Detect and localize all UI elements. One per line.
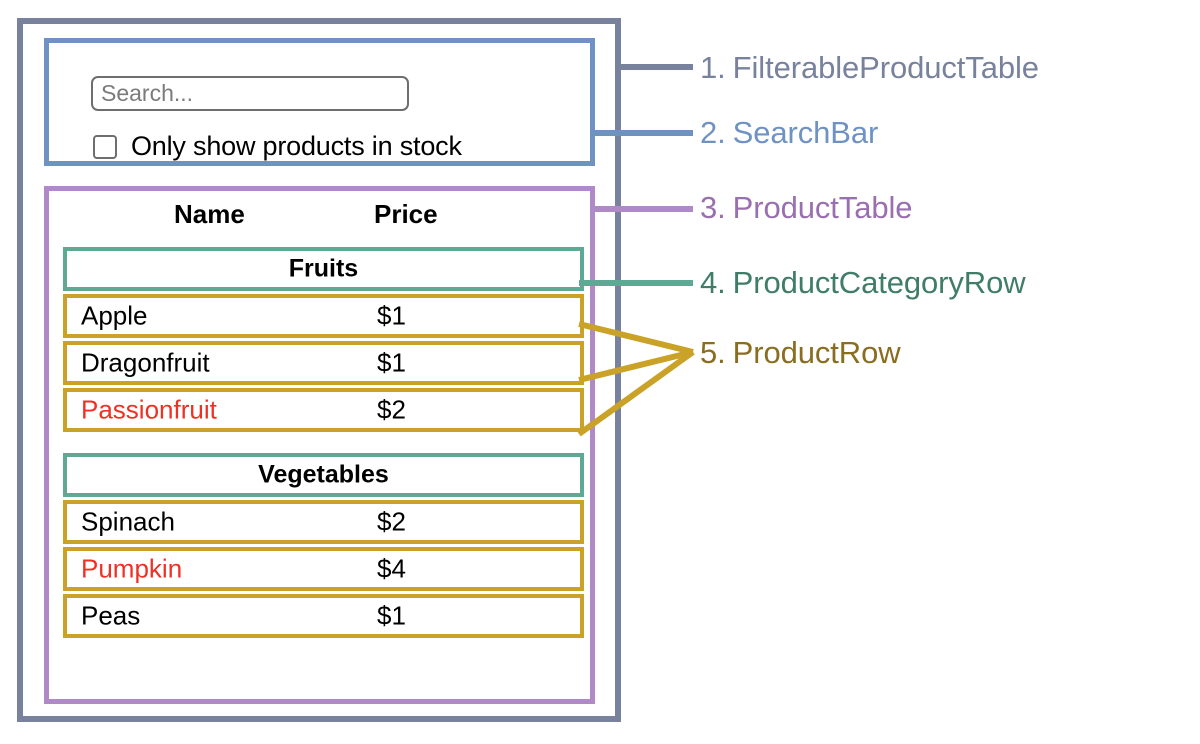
product-name: Apple	[81, 300, 148, 331]
legend-number: 4.	[700, 265, 726, 300]
column-header-price: Price	[374, 199, 438, 229]
product-row: Spinach $2	[63, 500, 584, 544]
legend-item-3: 3.ProductTable	[700, 190, 913, 226]
product-price: $2	[377, 506, 406, 537]
legend-item-4: 4.ProductCategoryRow	[700, 265, 1026, 301]
product-row: Pumpkin $4	[63, 547, 584, 591]
legend-text: ProductTable	[732, 190, 913, 225]
product-row: Passionfruit $2	[63, 388, 584, 432]
in-stock-checkbox-label: Only show products in stock	[131, 131, 462, 161]
product-row: Dragonfruit $1	[63, 341, 584, 385]
product-row: Peas $1	[63, 594, 584, 638]
legend-text: SearchBar	[732, 115, 879, 150]
group-spacer	[63, 435, 584, 453]
legend-item-2: 2.SearchBar	[700, 115, 878, 151]
legend-text: FilterableProductTable	[732, 50, 1039, 85]
legend-item-1: 1.FilterableProductTable	[700, 50, 1039, 86]
column-header-name: Name	[174, 199, 245, 229]
in-stock-filter-row[interactable]: Only show products in stock	[93, 131, 462, 162]
product-name: Dragonfruit	[81, 347, 210, 378]
product-row: Apple $1	[63, 294, 584, 338]
product-price: $1	[377, 600, 406, 631]
legend-number: 1.	[700, 50, 726, 85]
legend-item-5: 5.ProductRow	[700, 335, 901, 371]
legend-text: ProductRow	[732, 335, 901, 370]
product-name: Spinach	[81, 506, 175, 537]
product-table-header: Name Price	[49, 199, 590, 241]
product-price: $1	[377, 347, 406, 378]
product-price: $4	[377, 553, 406, 584]
legend-text: ProductCategoryRow	[732, 265, 1026, 300]
product-name: Pumpkin	[81, 553, 183, 584]
product-name: Peas	[81, 600, 141, 631]
legend-number: 5.	[700, 335, 726, 370]
legend-number: 2.	[700, 115, 726, 150]
search-bar-box: Only show products in stock	[44, 38, 595, 166]
search-input[interactable]	[91, 76, 409, 111]
in-stock-checkbox[interactable]	[93, 134, 117, 159]
product-category-row: Vegetables	[63, 453, 584, 497]
product-category-row: Fruits	[63, 247, 584, 291]
product-price: $1	[377, 300, 406, 331]
product-price: $2	[377, 394, 406, 425]
product-name: Passionfruit	[81, 394, 217, 425]
legend-number: 3.	[700, 190, 726, 225]
product-category-label: Fruits	[288, 254, 359, 283]
product-category-label: Vegetables	[258, 460, 389, 489]
